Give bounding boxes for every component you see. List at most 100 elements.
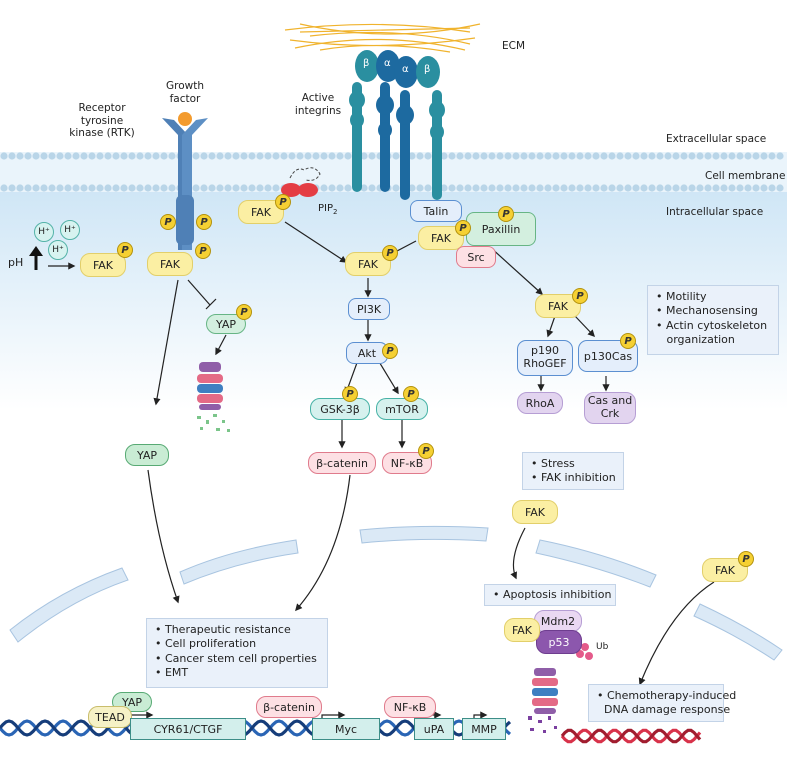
cell-membrane-label: Cell membrane — [705, 170, 786, 182]
rtk-label-line3: kinase (RTK) — [69, 127, 135, 140]
p190-line2: RhoGEF — [523, 357, 567, 370]
chemo-box: • Chemotherapy-induced DNA damage respon… — [588, 684, 737, 722]
phospho-fak-integrin: P — [455, 220, 471, 236]
motility-box: • Motility • Mechanosensing • Actin cyto… — [647, 285, 779, 355]
beta-catenin-cytoplasm: β-catenin — [308, 452, 376, 474]
nuclear-envelope — [9, 525, 783, 661]
proteasome-p53 — [532, 668, 558, 714]
phospho-fak-chemo: P — [738, 551, 754, 567]
apoptosis-item: • Apoptosis inhibition — [493, 588, 612, 601]
integrins-line2: integrins — [294, 104, 342, 117]
rtk-label-line1: Receptor — [78, 102, 126, 114]
ecm-label: ECM — [502, 40, 526, 52]
yap-phosphorylated: YAP — [206, 314, 246, 334]
phospho-akt: P — [382, 343, 398, 359]
phospho-yap: P — [236, 304, 252, 320]
rtk-receptor — [162, 112, 208, 250]
phospho-fak-src: P — [572, 288, 588, 304]
chemo-item-cont: DNA damage response — [597, 703, 731, 717]
gene-upa: uPA — [414, 718, 454, 740]
growth-factor-line1: Growth — [165, 80, 204, 92]
pip2-text: PIP — [318, 203, 334, 214]
talin: Talin — [410, 200, 462, 222]
ubiquitin-label: Ub — [596, 642, 609, 652]
rtk-label: Receptor tyrosine kinase (RTK) — [62, 102, 142, 140]
mdm2: Mdm2 — [534, 610, 582, 632]
cell-membrane — [0, 152, 787, 192]
actin-item: • Actin cytoskeleton — [656, 318, 768, 332]
active-integrins-label: Active integrins — [286, 92, 350, 117]
phospho-p130cas: P — [620, 333, 636, 349]
phospho-paxillin: P — [498, 206, 514, 222]
fak-p53: FAK — [504, 618, 540, 642]
emt-item: • EMT — [155, 665, 189, 679]
stress-item: • Stress — [531, 457, 575, 470]
phospho-mtor: P — [403, 386, 419, 402]
pip2-lipid — [281, 167, 321, 197]
phospho-fak-central: P — [382, 245, 398, 261]
src: Src — [456, 246, 496, 268]
phospho-fak-pip2: P — [275, 194, 291, 210]
cell-proliferation-item: • Cell proliferation — [155, 637, 257, 651]
ph-increase-arrow — [29, 246, 43, 270]
motility-item: • Motility — [656, 290, 707, 303]
proteasome-yap — [197, 362, 223, 410]
nuclear-outcomes-box: • Therapeutic resistance • Cell prolifer… — [146, 618, 328, 688]
fak-rtk: FAK — [147, 252, 193, 276]
phospho-rtk-left: P — [160, 214, 176, 230]
proton-3: H⁺ — [48, 240, 68, 260]
phospho-fak-ph: P — [117, 242, 133, 258]
cas-line2: Crk — [600, 407, 620, 420]
proton-2: H⁺ — [60, 220, 80, 240]
phospho-gsk3b: P — [342, 386, 358, 402]
p190-rhogef: p190 RhoGEF — [517, 340, 573, 376]
fak-inhibition-item: • FAK inhibition — [531, 471, 616, 485]
rhoa: RhoA — [517, 392, 563, 414]
ph-label: pH — [8, 256, 24, 269]
tead: TEAD — [88, 706, 132, 728]
degraded-fragments — [197, 414, 230, 432]
fak-ph: FAK — [80, 253, 126, 277]
pip2-label: PIP2 — [318, 203, 337, 216]
p53-fragments — [528, 716, 557, 733]
therapeutic-resistance-item: • Therapeutic resistance — [155, 623, 291, 636]
chemo-item: • Chemotherapy-induced — [597, 689, 737, 702]
fak-pip2: FAK — [238, 200, 284, 224]
pi3k: PI3K — [348, 298, 390, 320]
beta-subunit-label: β — [363, 58, 370, 69]
gene-mmp: MMP — [462, 718, 506, 740]
cas-line1: Cas and — [587, 394, 633, 408]
gene-myc: Myc — [312, 718, 380, 740]
p53: p53 — [536, 630, 582, 654]
phospho-fak-rtk: P — [195, 243, 211, 259]
damaged-dna — [560, 728, 702, 744]
phospho-nfkb: P — [418, 443, 434, 459]
integrins-line1: Active — [301, 92, 335, 104]
mechanosensing-item: • Mechanosensing — [656, 304, 758, 318]
gsk3b: GSK-3β — [310, 398, 370, 420]
alpha-subunit-label-2: α — [402, 64, 409, 75]
fak-nuclear: FAK — [512, 500, 558, 524]
intracellular-space-label: Intracellular space — [666, 206, 764, 218]
cancer-stem-cell-item: • Cancer stem cell properties — [155, 651, 317, 665]
cas-and-crk: Cas and Crk — [584, 392, 636, 424]
extracellular-space-label: Extracellular space — [666, 133, 767, 145]
mtor: mTOR — [376, 398, 428, 420]
ecm-fibers — [284, 23, 481, 53]
pathway-arrows — [48, 221, 715, 727]
phospho-rtk-right: P — [196, 214, 212, 230]
beta-catenin-nuclear: β-catenin — [256, 696, 322, 718]
beta-subunit-label-2: β — [424, 64, 431, 75]
pip2-subscript: 2 — [333, 208, 338, 216]
p190-line1: p190 — [531, 344, 559, 358]
growth-factor-line2: factor — [169, 92, 201, 105]
rtk-label-line2: tyrosine — [80, 114, 124, 127]
nfkb-nuclear: NF-κB — [384, 696, 436, 718]
yap-active: YAP — [125, 444, 169, 466]
gene-cyr61-ctgf: CYR61/CTGF — [130, 718, 246, 740]
stress-box: • Stress • FAK inhibition — [522, 452, 624, 490]
nfkb-cytoplasm: NF-κB — [382, 452, 432, 474]
actin-item-cont: organization — [656, 332, 735, 346]
growth-factor-label: Growth factor — [155, 80, 215, 105]
